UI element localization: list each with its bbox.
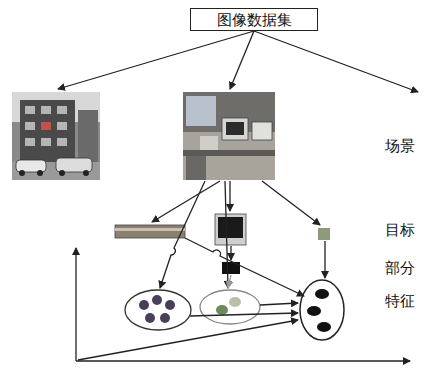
level-label: 场景 xyxy=(384,137,416,155)
gray-arrow xyxy=(228,275,231,288)
level-label: 目标 xyxy=(384,221,416,239)
axes xyxy=(76,248,410,361)
dataset-box: 图像数据集 xyxy=(190,8,318,31)
level-label: 部分 xyxy=(384,259,416,277)
street-scene-photo xyxy=(12,92,100,180)
hierarchy-arrows xyxy=(78,181,325,360)
object-pictures xyxy=(115,214,330,274)
dataset-arrows xyxy=(58,31,418,92)
level-label: 特征 xyxy=(384,292,416,310)
box-title: 图像数据集 xyxy=(217,11,292,29)
office-scene-photo xyxy=(183,92,275,180)
